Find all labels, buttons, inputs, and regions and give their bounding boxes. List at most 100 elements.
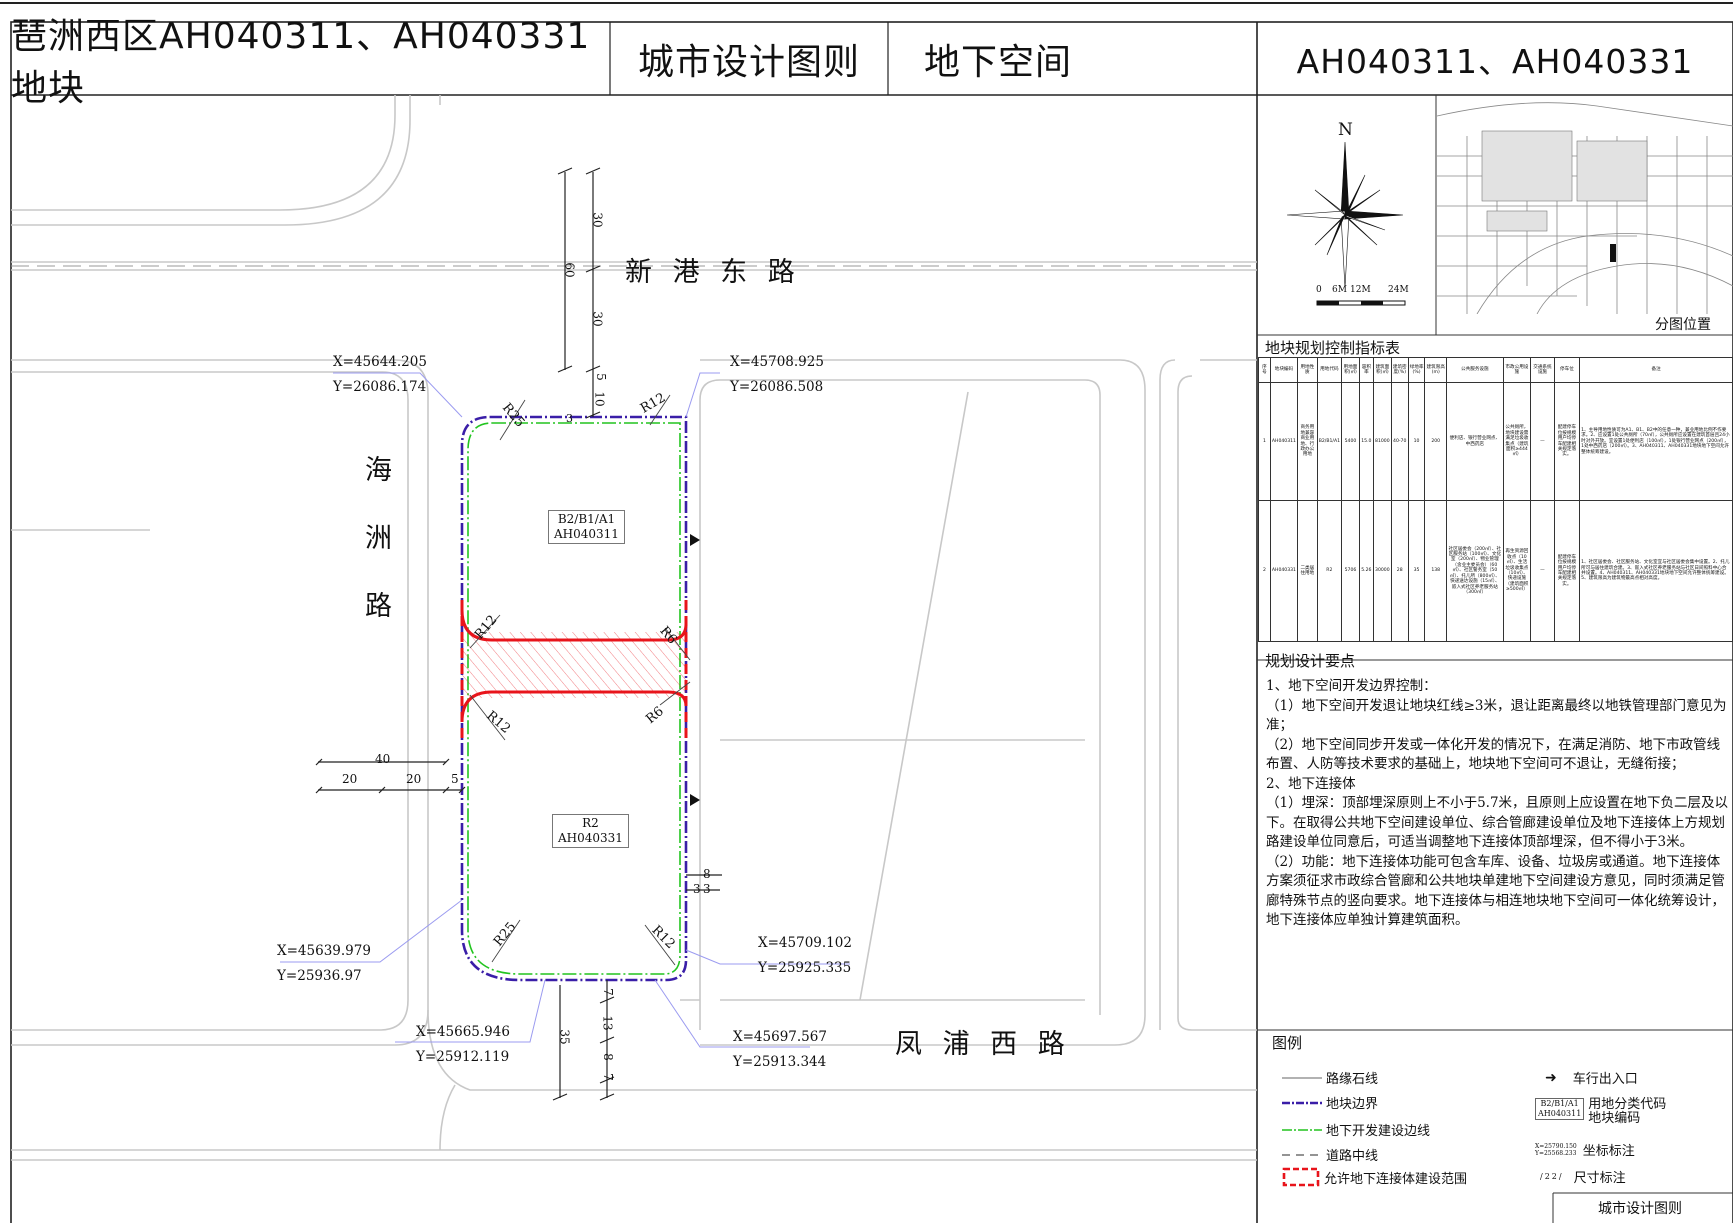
- coord-x: X=45639.979: [277, 943, 371, 959]
- coord-y: Y=25913.344: [733, 1054, 827, 1070]
- table-row: 2 AH040331 二类居住用地 R2 5706 5.26 30000 28 …: [1258, 500, 1733, 642]
- plot-label-2: R2 AH040331: [552, 814, 629, 848]
- table-cell: 10: [1407, 382, 1426, 501]
- coordinate-label: X=45708.925 Y=26086.508: [730, 350, 824, 400]
- table-cell: —: [1530, 500, 1555, 642]
- legend-label: 车行出入口: [1572, 1072, 1638, 1087]
- dimension-label: 60: [562, 262, 577, 278]
- plot-codes-title: AH040311、AH040331: [1296, 41, 1694, 81]
- sample-dim: 22: [1544, 1172, 1559, 1181]
- road-label-west-1: 海: [365, 455, 392, 486]
- legend-connector: 允许地下连接体建设范围: [1282, 1167, 1467, 1187]
- table-header: 市政公用设施: [1502, 357, 1532, 383]
- table-header: 停车位: [1553, 357, 1581, 383]
- plot-label-sample: B2/B1/A1 AH040311: [1535, 1098, 1585, 1120]
- table-header: 用地代码: [1316, 357, 1343, 383]
- coord-y: Y=25936.97: [277, 968, 362, 984]
- setback-label: 3: [566, 412, 573, 425]
- legend-label: 地块边界: [1326, 1097, 1379, 1112]
- dimension-label: 3: [693, 882, 701, 896]
- table-header: 建筑限高(m): [1424, 357, 1448, 383]
- coord-x: X=45697.567: [733, 1029, 827, 1045]
- table-cell: 15.0: [1358, 382, 1374, 501]
- scale-12m: 12M: [1350, 285, 1371, 295]
- table-row: 1 AH040311 商务用地兼容商业用地、行政办公用地 B2/B1/A1 54…: [1258, 382, 1733, 501]
- footer-label: 城市设计图则: [1598, 1201, 1682, 1217]
- table-cell: 1、社区居委会、社区服务站、文化室宜与社区居委会集中设置。2、托儿所可与居住建筑…: [1579, 500, 1733, 642]
- coord-y: Y=25912.119: [416, 1049, 510, 1065]
- legend-label: 地块编码: [1588, 1111, 1641, 1126]
- legend-class-code: B2/B1/A1 AH040311 用地分类代码 地块编码: [1535, 1098, 1666, 1126]
- sample-coord-y: Y=25568.233: [1535, 1149, 1577, 1157]
- table-cell: 28: [1390, 500, 1409, 642]
- dimension-label: 5: [451, 772, 459, 786]
- legend-label: 允许地下连接体建设范围: [1324, 1171, 1468, 1187]
- dimension-label: 30: [590, 212, 605, 228]
- table-cell: 2: [1258, 500, 1271, 642]
- plot-use-code: B2/B1/A1: [557, 512, 616, 526]
- table-cell: 200: [1424, 382, 1448, 501]
- table-cell: 81000: [1372, 382, 1392, 501]
- table-cell: 5706: [1341, 500, 1360, 642]
- dimension-label: 7: [600, 1073, 615, 1081]
- dimension-sample-icon: /22/: [1540, 1172, 1564, 1181]
- table-cell: 再生资源回收点（10㎡）、生活垃圾收集点（10㎡）、快递设施（建筑面积≥500㎡…: [1502, 500, 1532, 642]
- table-cell: —: [1530, 382, 1555, 501]
- table-header: 序号: [1258, 357, 1271, 383]
- north-arrow-icon: [1286, 141, 1404, 289]
- table-header: 地块编码: [1269, 357, 1298, 383]
- scale-bar: [1316, 300, 1406, 306]
- table-header: 用地面积(㎡): [1341, 357, 1360, 383]
- connector-area-icon: [1282, 1167, 1320, 1187]
- dimension-label: 10: [592, 391, 607, 407]
- table-cell: AH040331: [1269, 500, 1298, 642]
- table-cell: 35: [1407, 500, 1426, 642]
- project-title: 琶洲西区AH040311、AH040331地块: [11, 15, 591, 109]
- table-header: 容积率: [1358, 357, 1374, 383]
- road-label-south: 凤 浦 西 路: [895, 1029, 1071, 1060]
- table-cell: 5400: [1341, 382, 1360, 501]
- legend-label: 道路中线: [1326, 1149, 1379, 1164]
- control-index-table: 序号 地块编码 用地性质 用地代码 用地面积(㎡) 容积率 建筑面积(㎡) 建筑…: [1258, 357, 1733, 642]
- dimension-label: 7: [600, 988, 615, 996]
- table-header: 建筑面积(㎡): [1372, 357, 1392, 383]
- legend-entrance: ➜ 车行出入口: [1545, 1068, 1638, 1088]
- boundary-line-icon: [1282, 1101, 1322, 1104]
- table-header: 建筑密度(%): [1390, 357, 1409, 383]
- plot-label-1: B2/B1/A1 AH040311: [548, 510, 625, 544]
- coord-x: X=45708.925: [730, 354, 824, 370]
- entrance-arrow-icon: ➜: [1545, 1069, 1557, 1086]
- table-cell: 1: [1258, 382, 1271, 501]
- road-label-north: 新 港 东 路: [625, 257, 801, 288]
- coordinate-label: X=45665.946 Y=25912.119: [416, 1020, 510, 1070]
- drawing-type-title: 城市设计图则: [637, 41, 860, 83]
- plot-code: AH040311: [554, 527, 619, 541]
- requirements-title: 规划设计要点: [1265, 652, 1356, 670]
- legend-label: 地下开发建设边线: [1326, 1124, 1431, 1139]
- table-cell: 配建停车位按规模用户均停车配建相关规定落实。: [1553, 382, 1581, 501]
- table-cell: 40-70: [1390, 382, 1409, 501]
- curb-line-icon: [1282, 1076, 1322, 1079]
- table-cell: 138: [1424, 500, 1448, 642]
- table-cell: 30000: [1372, 500, 1392, 642]
- legend-plot-boundary: 地块边界: [1282, 1093, 1378, 1112]
- table-header: 绿地率(%): [1407, 357, 1426, 383]
- table-header: 备注: [1579, 357, 1733, 383]
- plot-use-code: R2: [582, 816, 599, 830]
- table-cell: 1、主导用地性质可为A1、B1、B2中的任意一种，兼业用地比例不作要求。2、应设…: [1579, 382, 1733, 501]
- dimension-label: 13: [600, 1015, 615, 1031]
- legend-road-center: 道路中线: [1282, 1145, 1378, 1164]
- requirements-text: 1、地下空间开发边界控制： （1）地下空间开发退让地块红线≥3米，退让距离最终以…: [1266, 678, 1729, 928]
- coordinate-label: X=45709.102 Y=25925.335: [758, 931, 852, 981]
- table-cell: 商务用地兼容商业用地、行政办公用地: [1296, 382, 1318, 501]
- table-header: 用地性质: [1296, 357, 1318, 383]
- table-header: 交通系统设施: [1530, 357, 1555, 383]
- location-map-label: 分图位置: [1655, 317, 1711, 333]
- table-cell: B2/B1/A1: [1316, 382, 1343, 501]
- table-cell: 配建停车位按规模用户均停车配建相关规定落实。: [1553, 500, 1581, 642]
- coord-y: Y=26086.508: [730, 379, 824, 395]
- compass-n-label: N: [1338, 120, 1353, 140]
- coordinate-label: X=45639.979 Y=25936.97: [277, 939, 371, 989]
